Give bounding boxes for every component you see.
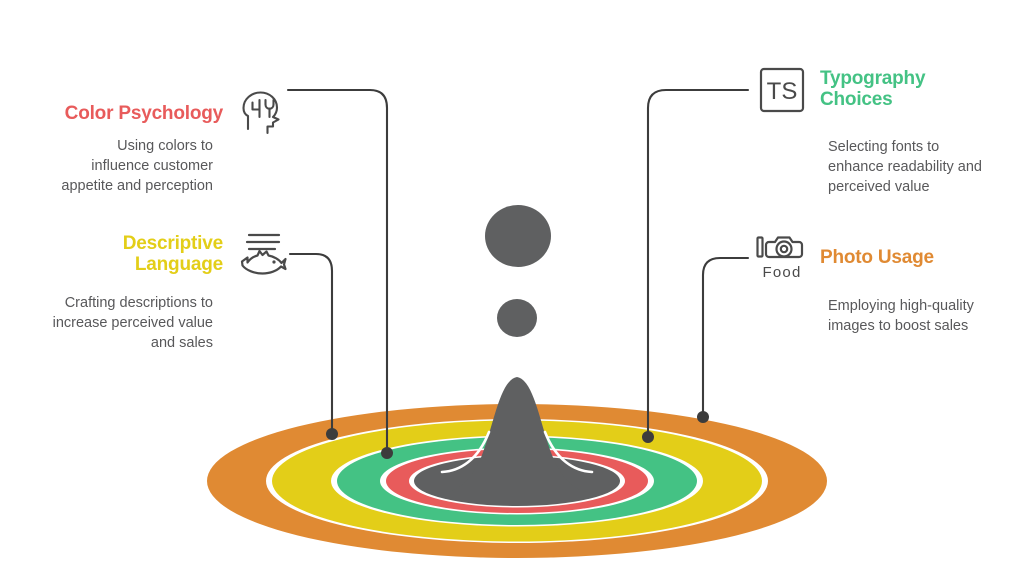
head-fork-knife-icon xyxy=(233,84,291,142)
callout-title-typography-choices: Typography Choices xyxy=(820,68,926,110)
connector-endpoint-descriptive-language xyxy=(326,428,338,440)
callout-body-photo-usage: Employing high-quality images to boost s… xyxy=(828,298,974,334)
connector-color-psychology xyxy=(286,88,389,453)
callout-title-photo-usage: Photo Usage xyxy=(820,246,934,268)
ts-box-label: TS xyxy=(767,78,798,105)
connector-endpoint-typography-choices xyxy=(642,431,654,443)
connector-endpoint-color-psychology xyxy=(381,447,393,459)
callout-body-descriptive-language: Crafting descriptions to increase percei… xyxy=(52,295,213,351)
connector-descriptive-language xyxy=(288,252,334,434)
food-camera-label: Food xyxy=(763,264,802,281)
connector-photo-usage xyxy=(701,256,750,417)
callout-body-color-psychology: Using colors to influence customer appet… xyxy=(61,138,213,194)
connector-endpoint-photo-usage xyxy=(697,411,709,423)
callout-title-descriptive-language: Descriptive Language xyxy=(122,233,223,275)
callout-header-photo-usage: Food Photo Usage xyxy=(752,228,934,286)
callout-title-color-psychology: Color Psychology xyxy=(64,102,224,124)
callout-header-descriptive-language: Descriptive Language xyxy=(16,225,291,283)
callout-header-typography-choices: TS Typography Choices xyxy=(752,60,926,118)
ts-type-box-icon: TS xyxy=(752,60,810,118)
callout-header-color-psychology: Color Psychology xyxy=(16,84,291,142)
fish-menu-lines-icon xyxy=(233,225,291,283)
callout-body-typography-choices: Selecting fonts to enhance readability a… xyxy=(828,139,982,195)
food-camera-icon: Food xyxy=(752,228,810,286)
connector-typography-choices xyxy=(646,88,750,437)
